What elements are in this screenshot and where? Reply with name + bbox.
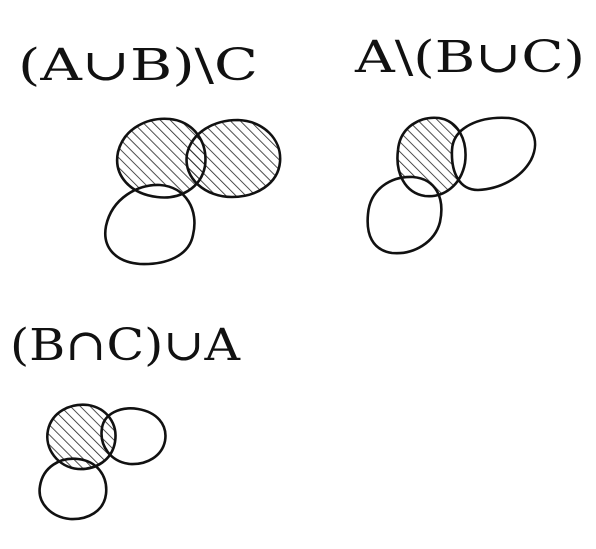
diagram-3-circle-b	[100, 407, 167, 466]
diagram-3-expression: (B∩C)∪A	[10, 320, 241, 371]
diagram-1-hatched-region	[117, 118, 281, 198]
diagram-1-expression: (A∪B)\C	[18, 40, 258, 91]
diagram-1: (A∪B)\C	[18, 40, 282, 266]
diagram-2: A\(B∪C)	[354, 32, 585, 255]
diagram-2-circle-b	[450, 116, 537, 192]
diagram-2-circle-a	[396, 116, 467, 198]
diagram-2-circle-c	[366, 175, 443, 255]
diagram-2-expression: A\(B∪C)	[354, 32, 585, 83]
diagram-3-circle-a	[46, 403, 117, 471]
diagram-1-circle-c	[103, 183, 196, 266]
diagram-3-circle-c	[38, 457, 108, 521]
diagram-1-circle-b	[185, 118, 282, 199]
diagram-3-hatched-region	[47, 404, 116, 470]
diagram-3: (B∩C)∪A	[10, 320, 241, 521]
